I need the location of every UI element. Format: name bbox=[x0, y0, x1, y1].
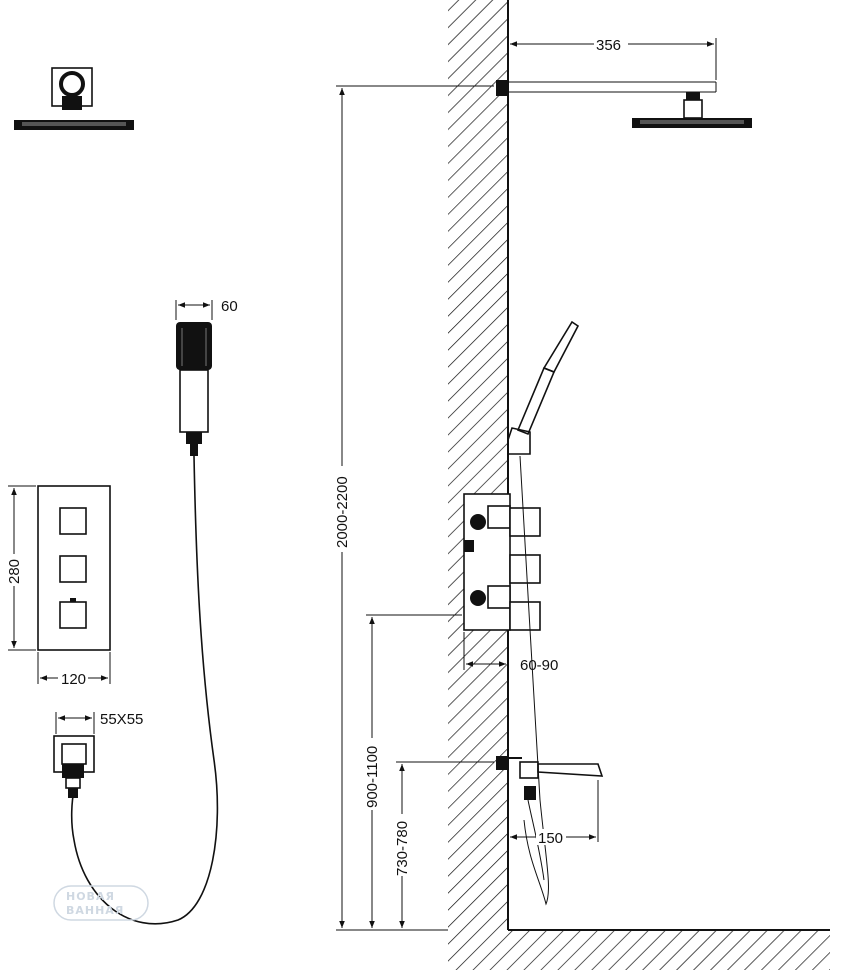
dim-spout-length: 150 bbox=[538, 830, 563, 847]
dim-valve-depth: 60-90 bbox=[520, 657, 558, 674]
watermark-line1: НОВАЯ bbox=[66, 890, 115, 903]
dim-panel-width: 120 bbox=[61, 671, 86, 688]
dimension-lines bbox=[8, 38, 717, 931]
dim-total-height: 2000-2200 bbox=[334, 476, 351, 548]
dim-elbow-size: 55X55 bbox=[100, 711, 143, 728]
overhead-shower-side bbox=[496, 80, 752, 128]
floor-section bbox=[448, 929, 830, 970]
watermark-logo: НОВАЯ ВАННАЯ bbox=[53, 885, 149, 921]
valve-body-side bbox=[463, 493, 541, 631]
wall-elbow-front bbox=[53, 735, 95, 798]
dim-spout-height: 730-780 bbox=[394, 821, 411, 876]
shower-hose bbox=[70, 455, 219, 925]
overhead-shower-front bbox=[14, 67, 134, 130]
valve-cover-plate bbox=[37, 485, 111, 651]
dim-arm-length: 356 bbox=[596, 37, 621, 54]
dimension-labels: 356 60 280 120 55X55 2000-2200 900-1100 … bbox=[6, 36, 628, 876]
bath-spout-side bbox=[496, 756, 604, 881]
hand-shower-front bbox=[176, 322, 212, 456]
dim-valve-height: 900-1100 bbox=[364, 746, 381, 808]
hand-shower-side bbox=[507, 320, 580, 906]
dim-panel-height: 280 bbox=[6, 559, 23, 584]
wall-section bbox=[448, 0, 509, 930]
dim-head-width: 60 bbox=[221, 298, 238, 315]
watermark-line2: ВАННАЯ bbox=[66, 904, 124, 917]
